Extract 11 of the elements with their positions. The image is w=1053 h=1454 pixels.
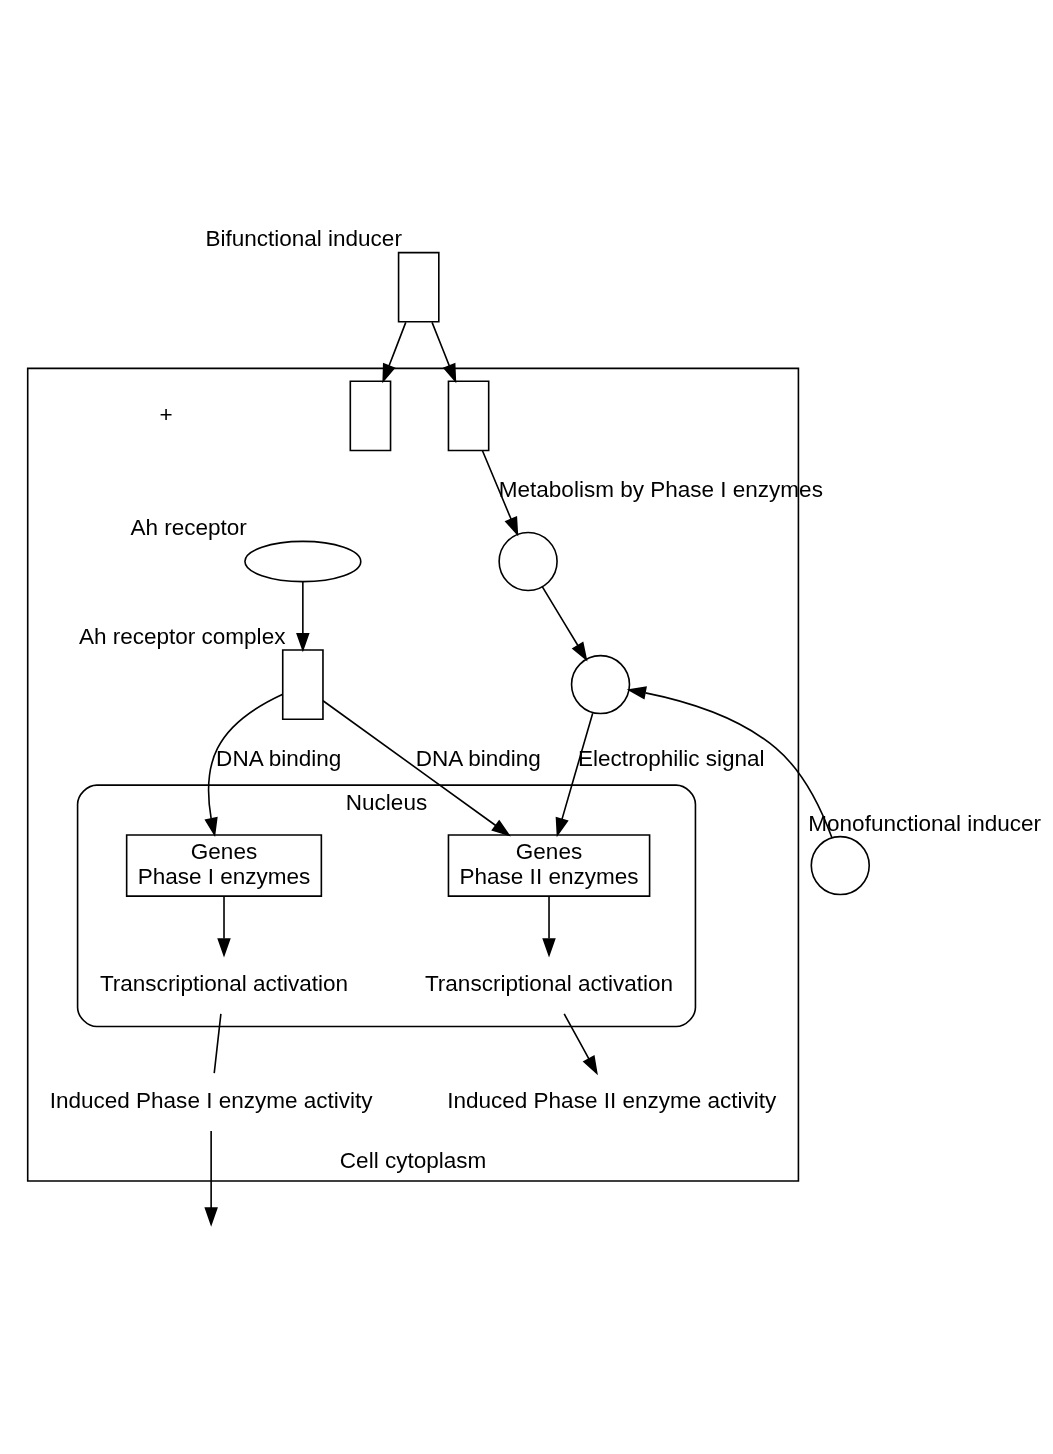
edge-label: Electrophilic signal	[578, 746, 765, 772]
node-text: Transcriptional activation	[99, 970, 349, 996]
node-text: Transcriptional activation	[424, 970, 674, 996]
node-text: Induced Phase I enzyme activity	[49, 1088, 373, 1114]
node-label: Ah receptor complex	[78, 623, 286, 649]
node-label: Ah receptor	[130, 515, 247, 541]
node-label: Bifunctional inducer	[205, 226, 402, 252]
label: +	[159, 401, 173, 427]
node-text: Induced Phase II enzyme activity	[447, 1088, 777, 1114]
edge-label: DNA binding	[216, 746, 342, 772]
edge-label: DNA binding	[415, 746, 541, 772]
